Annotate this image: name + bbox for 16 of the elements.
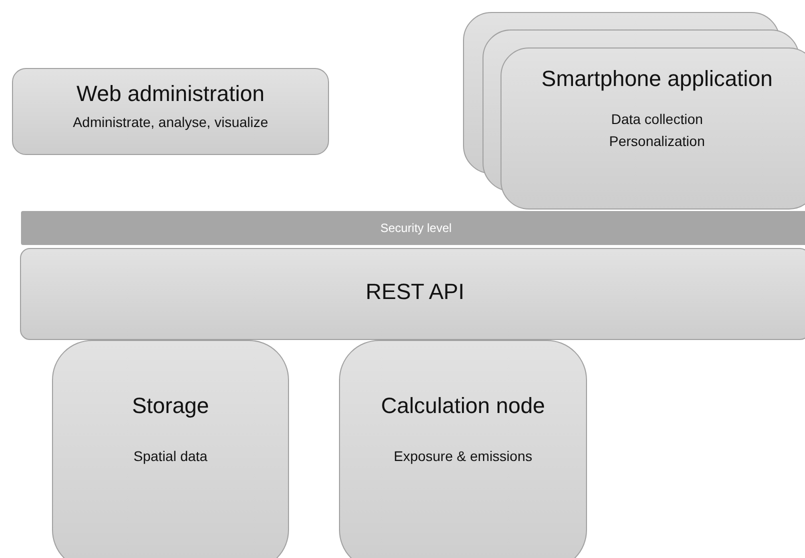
- box-description: Spatial data: [134, 447, 208, 466]
- box-description: Administrate, analyse, visualize: [72, 113, 268, 132]
- box-title: REST API: [366, 279, 464, 305]
- layer-label: Security level: [380, 220, 452, 236]
- box-title: Calculation node: [381, 393, 545, 419]
- box-description: Exposure & emissions: [394, 447, 532, 466]
- box-title: Web administration: [76, 81, 264, 107]
- stacked-boxes: [463, 12, 805, 210]
- box-description: Data collection Personalization: [608, 110, 706, 151]
- layer-bar: [20, 248, 805, 340]
- box-title: Smartphone application: [541, 66, 773, 92]
- layer-bar: [21, 211, 805, 245]
- process-box: [12, 68, 329, 155]
- box-title: Storage: [132, 393, 210, 419]
- process-box: [339, 340, 587, 558]
- process-box: [52, 340, 289, 558]
